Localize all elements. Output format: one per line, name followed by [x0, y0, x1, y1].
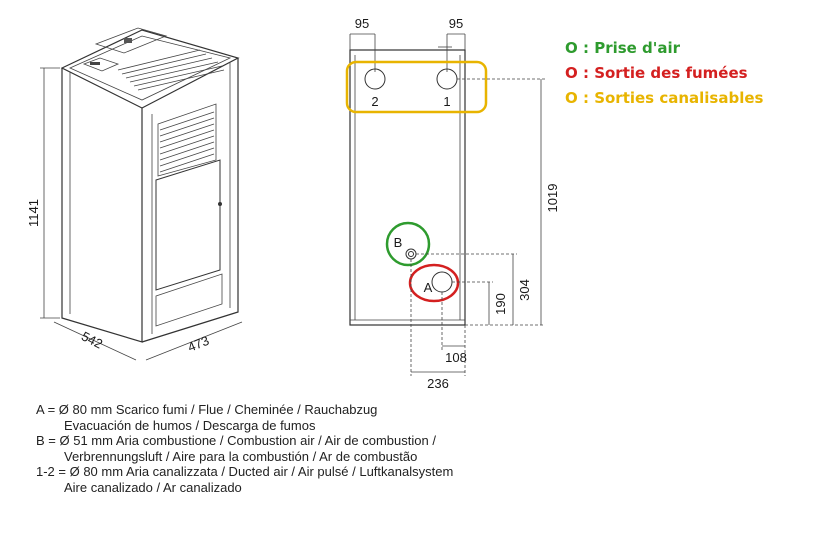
air-intake-highlight [385, 221, 431, 267]
color-legend: O : Prise d'air O : Sortie des fumées O … [565, 36, 763, 111]
dimension-air-side-offset: 236 [427, 376, 449, 391]
air-intake-label: B [394, 235, 403, 250]
note-ducted: 1-2 = Ø 80 mm Aria canalizzata / Ducted … [36, 464, 454, 479]
note-air-intake: B = Ø 51 mm Aria combustione / Combustio… [36, 433, 436, 448]
dimension-top-right-offset: 95 [449, 16, 463, 31]
flue-highlight [408, 263, 460, 303]
legend-flue: O : Sortie des fumées [565, 64, 748, 82]
flue-label: A [424, 280, 433, 295]
dimension-outlet-height: 1019 [545, 184, 560, 213]
dimension-height: 1141 [26, 199, 41, 227]
dimension-top-left-offset: 95 [355, 16, 369, 31]
note-air-intake-cont: Verbrennungsluft / Aire para la combusti… [64, 448, 418, 464]
outlet-2-label: 2 [371, 94, 378, 109]
dimension-depth: 542 [79, 328, 105, 351]
note-flue: A = Ø 80 mm Scarico fumi / Flue / Chemin… [36, 402, 378, 417]
note-ducted-cont: Aire canalizado / Ar canalizado [64, 479, 242, 495]
dimension-air-intake-height: 304 [517, 279, 532, 301]
outlet-1-label: 1 [443, 94, 450, 109]
legend-air-intake: O : Prise d'air [565, 39, 681, 57]
connection-notes: A = Ø 80 mm Scarico fumi / Flue / Chemin… [36, 402, 453, 495]
stove-rear-view [345, 33, 545, 376]
stove-3d-view [40, 27, 243, 361]
legend-ducted-outlets: O : Sorties canalisables [565, 89, 764, 107]
dimension-flue-side-offset: 108 [445, 350, 467, 365]
dimension-flue-height: 190 [493, 293, 508, 315]
note-flue-cont: Evacuación de humos / Descarga de fumos [64, 417, 316, 433]
ducted-outlets-highlight [345, 60, 488, 114]
